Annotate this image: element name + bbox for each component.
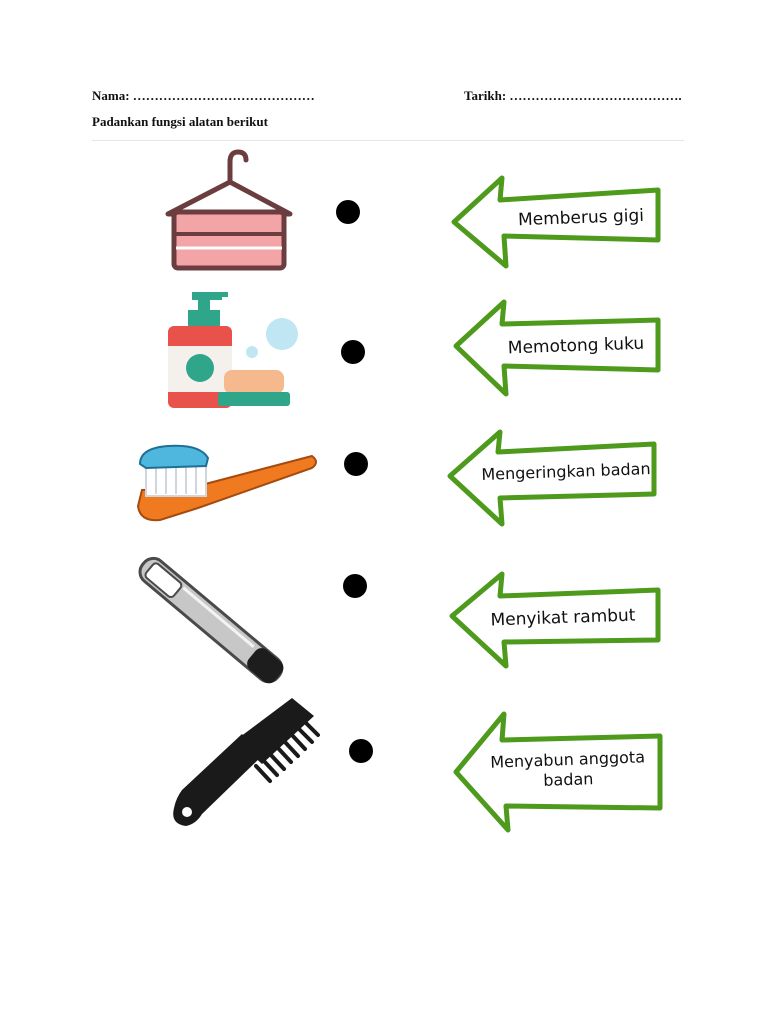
match-dot[interactable]	[344, 452, 368, 476]
match-dot[interactable]	[349, 739, 373, 763]
arrow-shape	[447, 429, 657, 527]
towel-hanger-icon	[165, 149, 293, 271]
arrow-shape	[451, 175, 661, 269]
match-dot[interactable]	[336, 200, 360, 224]
arrow-shape	[453, 299, 661, 397]
arrow-shape	[449, 571, 661, 669]
arrow-label: Menyabun anggota badan	[489, 747, 646, 790]
toothbrush-icon	[136, 444, 317, 522]
arrow-shape	[453, 711, 663, 833]
nail-clipper-icon	[138, 556, 284, 684]
soap-bottle-icon	[168, 292, 298, 408]
header-divider	[92, 140, 684, 141]
name-field-label: Nama: ……………………………………	[92, 88, 315, 103]
match-dot[interactable]	[341, 340, 365, 364]
instruction-text: Padankan fungsi alatan berikut	[92, 114, 268, 129]
date-field-label: Tarikh: ………………………………….	[464, 88, 682, 103]
match-dot[interactable]	[343, 574, 367, 598]
comb-icon	[173, 698, 320, 826]
